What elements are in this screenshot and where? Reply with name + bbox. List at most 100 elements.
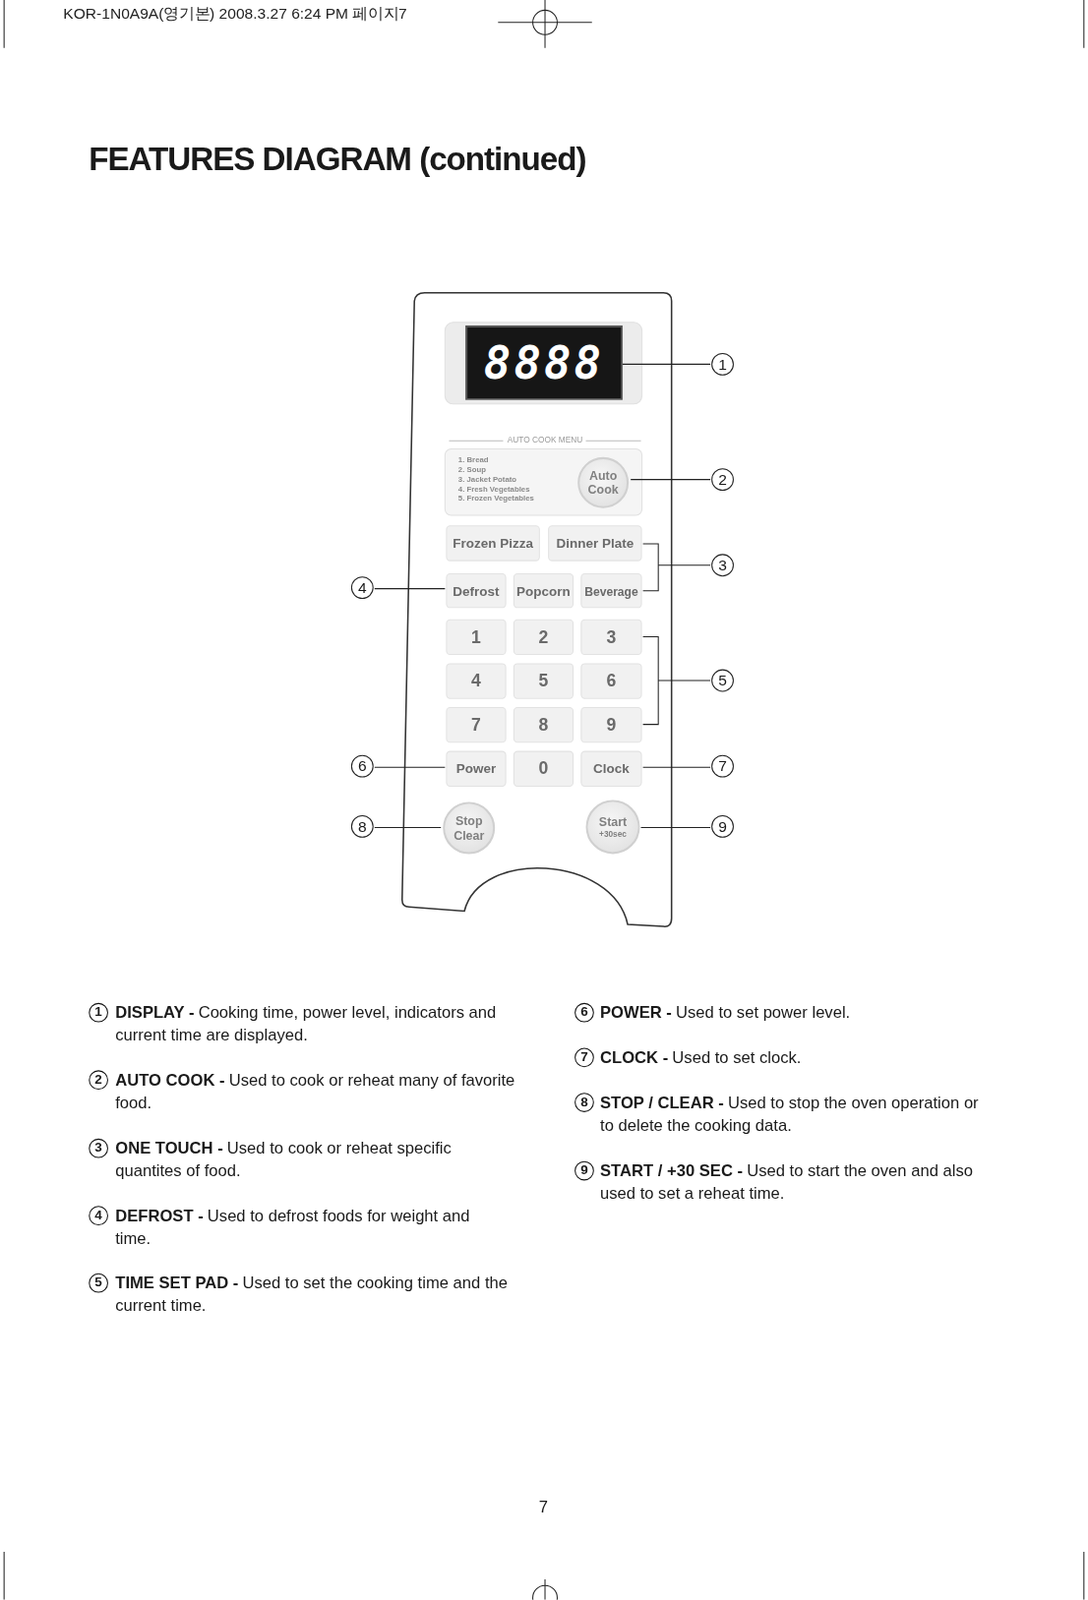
spacer bbox=[203, 1207, 208, 1225]
feature-entry: TIME SET PAD - Used to set the cooking t… bbox=[115, 1272, 519, 1319]
crop-marks bbox=[3, 0, 1085, 1600]
button-label: Frozen Pizza bbox=[452, 536, 534, 552]
callout-number: 4 bbox=[351, 576, 374, 600]
number-key: 5 bbox=[513, 663, 574, 699]
spacer bbox=[742, 1162, 747, 1181]
feature-name: TIME SET PAD - bbox=[115, 1274, 239, 1293]
menu-item: 3. Jacket Potato bbox=[458, 474, 517, 484]
feature-name: POWER - bbox=[600, 1004, 672, 1023]
spacer bbox=[724, 1093, 728, 1112]
leader-lines bbox=[374, 363, 711, 828]
button-label: Clock bbox=[593, 761, 630, 778]
callout-number: 9 bbox=[711, 815, 734, 839]
spacer bbox=[671, 1004, 676, 1023]
page-title: FEATURES DIAGRAM (continued) bbox=[88, 140, 586, 179]
callout-number: 5 bbox=[88, 1273, 109, 1294]
feature-entry: CLOCK - Used to set clock. bbox=[600, 1046, 993, 1070]
feature-name: AUTO COOK - bbox=[115, 1071, 225, 1089]
callout-number: 2 bbox=[711, 468, 734, 491]
number-key: 9 bbox=[580, 707, 642, 743]
display-bezel bbox=[465, 325, 623, 401]
stop-clear-button: Stop Clear bbox=[442, 801, 495, 854]
callout-number: 5 bbox=[711, 669, 734, 693]
feature-entry: DEFROST - Used to defrost foods for weig… bbox=[115, 1205, 488, 1251]
number-key: 4 bbox=[445, 663, 506, 699]
feature-entry: ONE TOUCH - Used to cook or reheat speci… bbox=[115, 1138, 519, 1184]
button-label: 2 bbox=[539, 627, 549, 649]
auto-cook-menu: 1. Bread2. Soup3. Jacket Potato4. Fresh … bbox=[444, 449, 642, 516]
feature-entry: AUTO COOK - Used to cook or reheat many … bbox=[115, 1069, 519, 1115]
spacer bbox=[238, 1274, 242, 1293]
callout-number: 8 bbox=[574, 1092, 595, 1113]
callout-number: 6 bbox=[351, 755, 374, 779]
feature-name: DISPLAY - bbox=[115, 1004, 194, 1023]
number-key: 3 bbox=[580, 619, 642, 656]
number-key: 7 bbox=[445, 707, 506, 743]
button-label: Stop Clear bbox=[450, 813, 487, 843]
callout-number: 7 bbox=[711, 755, 734, 779]
start-button: Start+30sec bbox=[586, 799, 641, 854]
display-surround bbox=[444, 322, 642, 405]
feature-name: DEFROST - bbox=[115, 1207, 203, 1225]
auto-cook-button: Auto Cook bbox=[577, 457, 629, 509]
spacer bbox=[193, 1004, 198, 1023]
button-label: 1 bbox=[471, 627, 482, 649]
feature-name: STOP / CLEAR - bbox=[600, 1093, 725, 1112]
power-button: Power bbox=[445, 751, 506, 787]
button-label: Popcorn bbox=[516, 583, 571, 600]
button-label: 5 bbox=[539, 670, 549, 692]
feature-name: START / +30 SEC - bbox=[600, 1162, 743, 1181]
callout-number: 2 bbox=[88, 1070, 109, 1090]
feature-name: ONE TOUCH - bbox=[115, 1140, 223, 1158]
callout-number: 3 bbox=[88, 1139, 109, 1159]
menu-item: 2. Soup bbox=[458, 465, 486, 476]
menu-item: 4. Fresh Vegetables bbox=[458, 483, 531, 494]
menu-item: 1. Bread bbox=[458, 455, 489, 466]
feature-name: CLOCK - bbox=[600, 1049, 668, 1068]
callout-number: 4 bbox=[88, 1206, 109, 1226]
button-label: 6 bbox=[606, 670, 617, 692]
feature-description: Used to set power level. bbox=[675, 1004, 850, 1023]
spacer bbox=[667, 1049, 672, 1068]
print-header: KOR-1N0A9A(영기본) 2008.3.27 6:24 PM 페이지7 bbox=[62, 3, 407, 24]
button-label: Beverage bbox=[584, 584, 639, 598]
callout-number: 1 bbox=[88, 1003, 109, 1024]
button-label: 0 bbox=[539, 758, 549, 780]
one-touch-button: Beverage bbox=[580, 573, 642, 608]
page-number: 7 bbox=[539, 1498, 548, 1517]
feature-entry: START / +30 SEC - Used to start the oven… bbox=[600, 1160, 993, 1207]
button-label: 4 bbox=[471, 670, 482, 692]
callout-number: 1 bbox=[711, 353, 734, 376]
defrost-button: Defrost bbox=[445, 573, 506, 608]
number-key: 6 bbox=[580, 663, 642, 699]
button-label: Auto Cook bbox=[582, 468, 624, 497]
menu-heading: AUTO COOK MENU bbox=[506, 435, 585, 445]
button-label: 8888 bbox=[483, 336, 605, 389]
number-key: 8 bbox=[513, 707, 574, 743]
callout-number: 3 bbox=[711, 553, 734, 577]
callout-number: 8 bbox=[351, 815, 374, 839]
one-touch-button: Frozen Pizza bbox=[445, 525, 540, 561]
feature-entry: STOP / CLEAR - Used to stop the oven ope… bbox=[600, 1091, 993, 1138]
button-label: 8 bbox=[539, 715, 549, 736]
menu-item: 5. Frozen Vegetables bbox=[458, 493, 535, 504]
button-label: 3 bbox=[606, 627, 617, 649]
number-key: 2 bbox=[513, 619, 574, 656]
number-key: 1 bbox=[445, 619, 506, 656]
button-label: 7 bbox=[471, 715, 482, 736]
callout-number: 6 bbox=[574, 1003, 595, 1024]
spacer bbox=[223, 1140, 228, 1158]
feature-entry: DISPLAY - Cooking time, power level, ind… bbox=[115, 1002, 519, 1048]
number-key: 0 bbox=[513, 751, 574, 787]
feature-entry: POWER - Used to set power level. bbox=[600, 1002, 993, 1026]
button-label: Power bbox=[456, 761, 496, 778]
button-label: Dinner Plate bbox=[556, 536, 635, 552]
one-touch-button: Dinner Plate bbox=[547, 525, 642, 561]
callout-number: 9 bbox=[574, 1161, 595, 1182]
one-touch-button: Popcorn bbox=[513, 573, 574, 608]
menu-panel bbox=[444, 449, 642, 516]
led-display: 8888 bbox=[467, 327, 621, 399]
button-label: 9 bbox=[606, 715, 617, 736]
clock-button: Clock bbox=[580, 751, 642, 787]
